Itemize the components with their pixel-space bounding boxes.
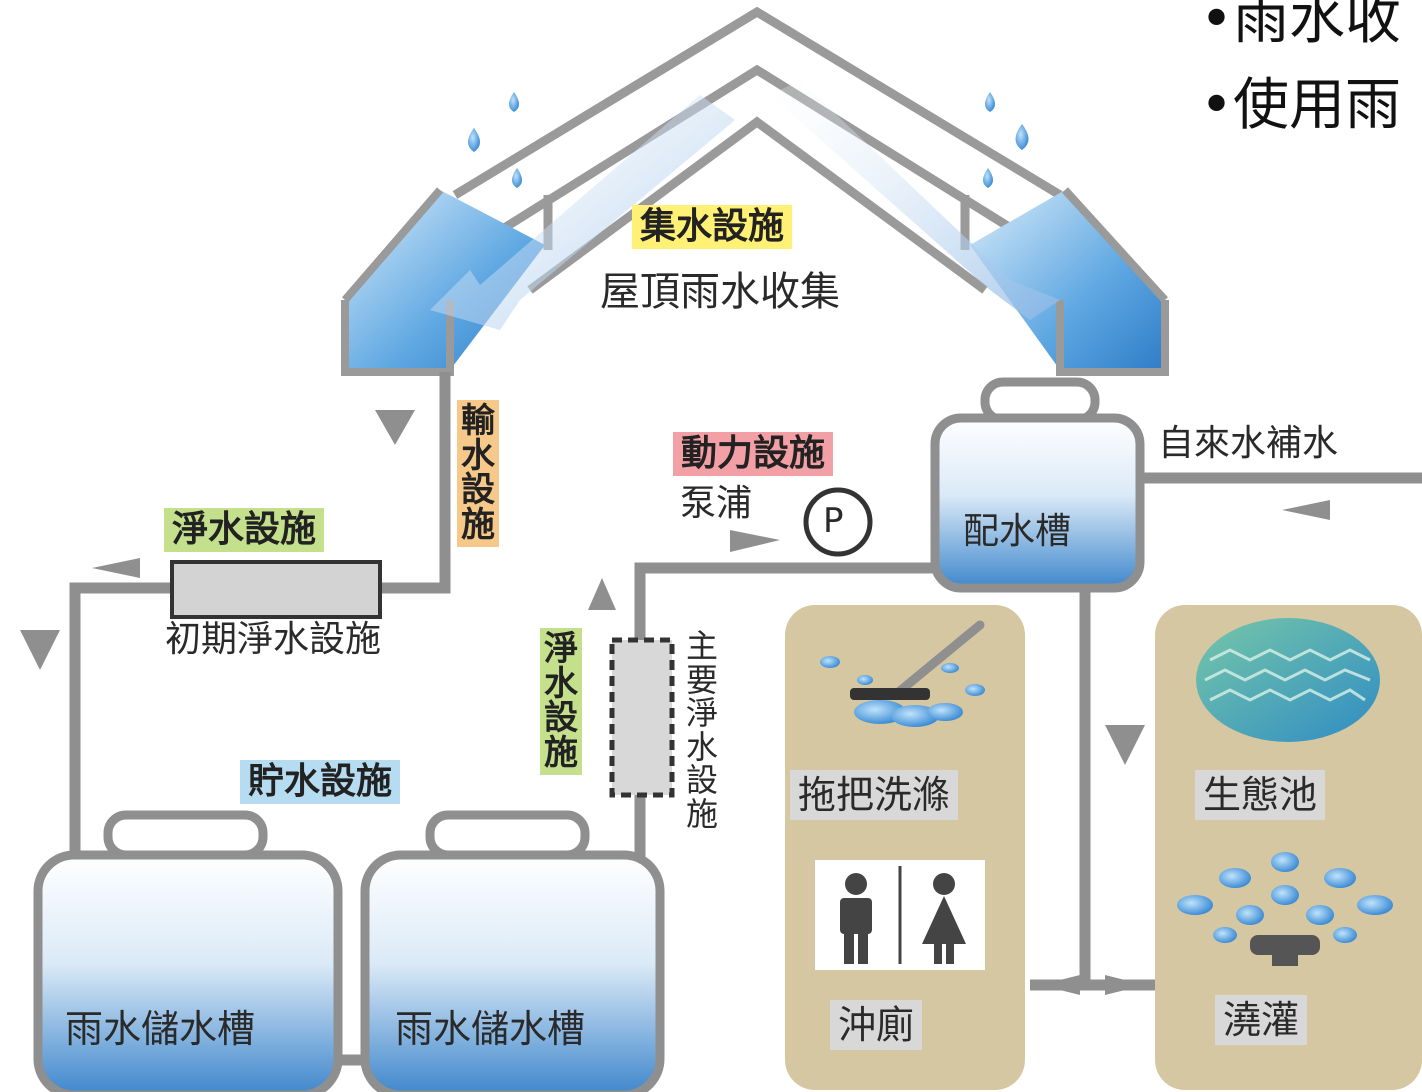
bullet-line-2: •使用雨 [1200, 73, 1402, 138]
storage-tank-right-label: 雨水儲水槽 [395, 1007, 586, 1051]
conveyance-facility-tag: 輸水設施 [457, 400, 499, 547]
outdoor-use-panel [1155, 605, 1422, 1090]
collection-facility-tag: 集水設施 [632, 205, 793, 249]
bullet-line-1: •雨水收 [1200, 0, 1402, 52]
power-facility-tag: 動力設施 [673, 432, 834, 476]
toilet-flush-label: 沖廁 [830, 1000, 923, 1050]
pump-label: 泵浦 [680, 483, 753, 524]
mop-icon [820, 620, 985, 727]
initial-filter-label: 初期淨水設施 [165, 619, 382, 660]
left-gutter [341, 187, 545, 376]
main-filter-label: 主要淨水設施 [685, 627, 718, 833]
flow-direction-arrows [20, 410, 1330, 995]
restroom-icon [815, 860, 985, 970]
tap-water-supply-label: 自來水補水 [1158, 423, 1339, 464]
storage-facility-tag: 貯水設施 [240, 760, 401, 804]
pump-circle [803, 487, 873, 557]
distribution-tank-label: 配水槽 [963, 511, 1072, 552]
initial-filter-box [170, 560, 382, 619]
storage-tank-left [33, 810, 343, 1092]
storage-tank-left-label: 雨水儲水槽 [65, 1007, 256, 1051]
main-filter-box [609, 637, 675, 798]
storage-tank-right [360, 810, 665, 1092]
irrigation-label: 澆灌 [1215, 995, 1308, 1045]
mop-washing-label: 拖把洗滌 [790, 770, 959, 820]
purification-facility-tag-left: 淨水設施 [164, 508, 325, 552]
purification-facility-tag-main: 淨水設施 [540, 628, 582, 775]
right-gutter [970, 187, 1169, 376]
roof-flow-arrows [430, 80, 1060, 330]
roof [452, 6, 1063, 294]
pump-symbol: P [823, 501, 844, 541]
raindrops-icon [468, 92, 1029, 188]
roof-collection-label: 屋頂雨水收集 [600, 269, 840, 315]
eco-pond-label: 生態池 [1195, 770, 1326, 820]
distribution-tank [930, 377, 1145, 593]
pond-icon [1196, 618, 1380, 742]
sprinkler-icon [1177, 852, 1393, 966]
